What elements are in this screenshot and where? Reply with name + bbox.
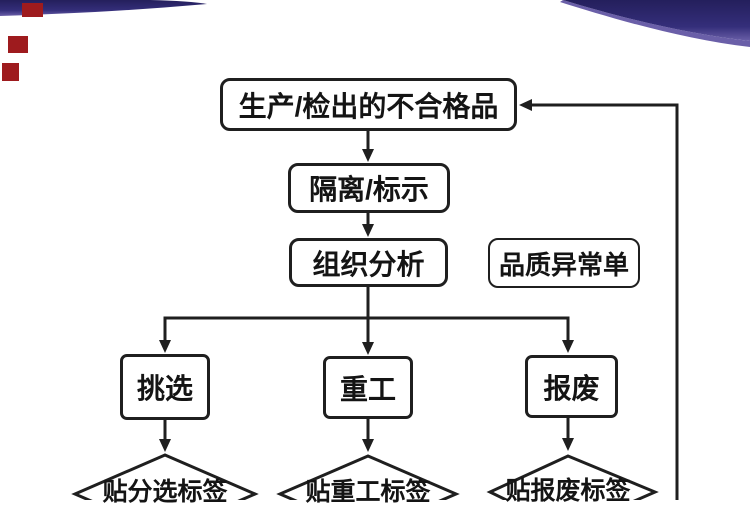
node-pick: 挑选 xyxy=(120,354,210,420)
red-square-decoration-2 xyxy=(8,36,28,53)
arrow-down-icon xyxy=(362,439,374,452)
node-rework-label: 重工 xyxy=(339,373,396,405)
arrow-down-icon xyxy=(159,340,171,353)
node-analyze: 组织分析 xyxy=(289,238,448,287)
node-scrap: 报废 xyxy=(525,355,618,418)
left-swoosh-shape xyxy=(0,0,207,16)
node-isolate-label: 隔离/标示 xyxy=(309,174,429,205)
diamond-tag-pick-label: 贴分选标签 xyxy=(102,478,228,506)
diamond-tag-rework-label: 贴重工标签 xyxy=(305,478,431,506)
node-analyze-label: 组织分析 xyxy=(312,248,425,280)
diamond-tag-rework xyxy=(276,454,460,500)
arrow-down-icon xyxy=(562,438,574,451)
node-isolate: 隔离/标示 xyxy=(288,163,450,213)
node-report-label: 品质异常单 xyxy=(498,249,629,280)
node-scrap-label: 报废 xyxy=(543,372,600,404)
arrow-down-icon xyxy=(362,342,374,355)
arrow-down-icon xyxy=(562,340,574,353)
right-swoosh-shape xyxy=(563,0,750,41)
red-square-decoration-1 xyxy=(22,3,43,17)
diamond-tag-scrap-label: 贴报废标签 xyxy=(505,477,631,505)
node-report: 品质异常单 xyxy=(488,238,640,288)
node-source: 生产/检出的不合格品 xyxy=(220,78,517,131)
arrow-down-icon xyxy=(362,224,374,237)
node-source-label: 生产/检出的不合格品 xyxy=(238,90,499,122)
arrow-left-icon xyxy=(519,99,532,111)
node-pick-label: 挑选 xyxy=(136,373,193,404)
arrow-down-icon xyxy=(362,149,374,162)
diamond-tag-scrap xyxy=(486,454,659,500)
right-swoosh-fringe xyxy=(560,0,750,47)
arrow-down-icon xyxy=(159,439,171,452)
red-square-decoration-3 xyxy=(2,63,19,81)
node-rework: 重工 xyxy=(323,356,413,419)
diamond-tag-pick xyxy=(71,453,259,500)
